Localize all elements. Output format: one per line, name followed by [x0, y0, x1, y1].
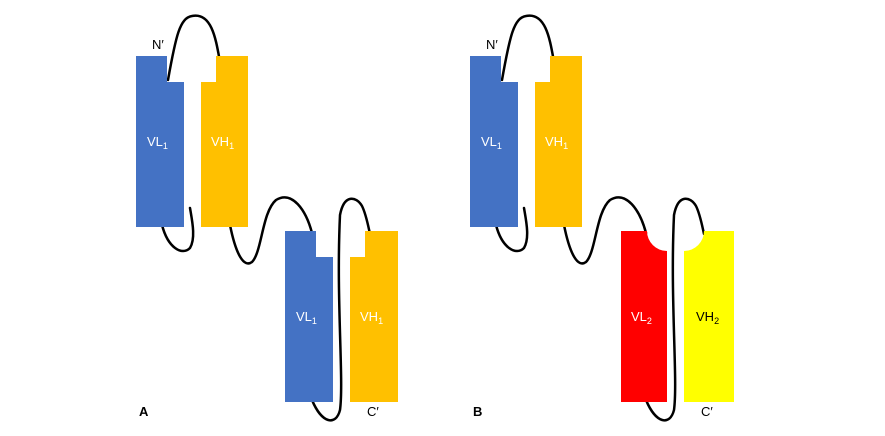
- panel-a-label: A: [139, 404, 149, 419]
- panel-a-vh1b-label: VH1: [360, 309, 383, 326]
- panel-a-linker-vl1-bottom: [160, 206, 195, 253]
- panel-b: VL1 VH1 VL2 VH2 N′ C′ B: [470, 14, 734, 422]
- panel-b-linker-n-to-vh1: [500, 14, 556, 82]
- panel-a-vl1b-domain: [285, 231, 333, 402]
- panel-b-c-terminus: C′: [701, 404, 713, 419]
- panel-a-n-terminus: N′: [152, 37, 164, 52]
- panel-a: VL1 VH1 VL1 VH1 N′ C′ A: [136, 14, 398, 422]
- panel-a-vl1b-label: VL1: [296, 309, 317, 326]
- panel-b-linker-vl1-bottom: [494, 206, 529, 253]
- panel-a-linker-n-to-vh1: [166, 14, 222, 82]
- panel-b-vh1-domain: [535, 56, 582, 227]
- panel-a-linker-vl1b-to-vh1b: [310, 197, 372, 422]
- panel-b-linker-vl2-to-vh2: [644, 197, 706, 422]
- panel-b-label: B: [473, 404, 482, 419]
- panel-a-linker-vh1-to-vl1b: [228, 196, 314, 265]
- panel-a-vl1-label: VL1: [147, 134, 168, 151]
- panel-b-vh2-label: VH2: [696, 309, 719, 326]
- panel-a-vl1-domain: [136, 56, 184, 227]
- panel-b-vl2-domain: [621, 231, 667, 402]
- panel-b-vh1-label: VH1: [545, 134, 568, 151]
- panel-b-vl1-domain: [470, 56, 518, 227]
- panel-b-n-terminus: N′: [486, 37, 498, 52]
- panel-b-linker-vh1-to-vl2: [562, 196, 648, 265]
- panel-b-vl1-label: VL1: [481, 134, 502, 151]
- panel-a-c-terminus: C′: [367, 404, 379, 419]
- panel-b-vh2-domain: [684, 231, 734, 402]
- panel-a-vh1b-domain: [350, 231, 398, 402]
- panel-a-vh1-domain: [201, 56, 248, 227]
- panel-a-vh1-label: VH1: [211, 134, 234, 151]
- panel-b-vl2-label: VL2: [631, 309, 652, 326]
